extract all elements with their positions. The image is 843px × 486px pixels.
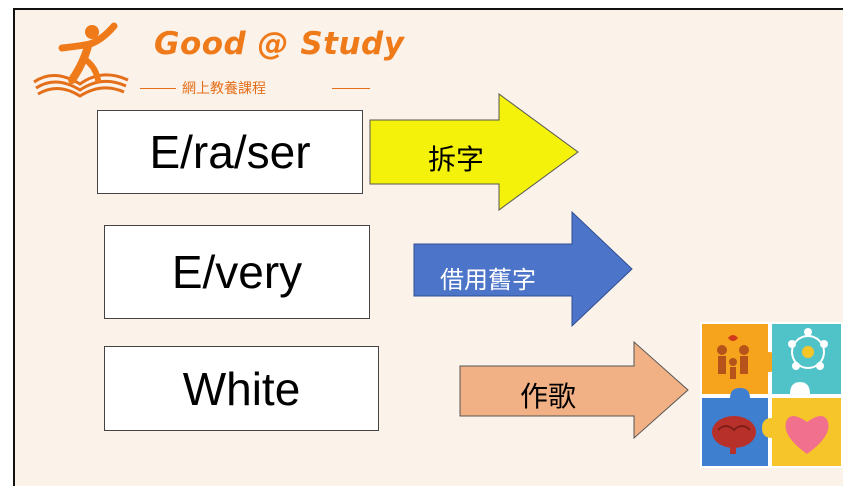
arrow-label-split: 拆字 xyxy=(428,143,485,176)
word-box-every: E/very xyxy=(104,225,370,319)
logo-divider-right xyxy=(332,88,370,89)
logo-subtitle: 網上教養課程 xyxy=(182,81,266,97)
logo-title: Good @ Study xyxy=(154,26,405,62)
arrow-blue xyxy=(413,210,633,328)
arrow-label-borrow: 借用舊字 xyxy=(440,266,536,294)
good-at-study-logo: Good @ Study 網上教養課程 xyxy=(32,18,404,108)
arrow-peach xyxy=(459,340,689,440)
arrow-label-song: 作歌 xyxy=(520,380,577,413)
word-box-eraser: E/ra/ser xyxy=(97,110,363,194)
puzzle-family-icon xyxy=(700,322,843,468)
logo-divider-left xyxy=(140,88,176,89)
word-box-white: White xyxy=(104,346,379,431)
runner-book-logo-icon xyxy=(33,22,129,98)
arrow-yellow xyxy=(369,93,579,211)
